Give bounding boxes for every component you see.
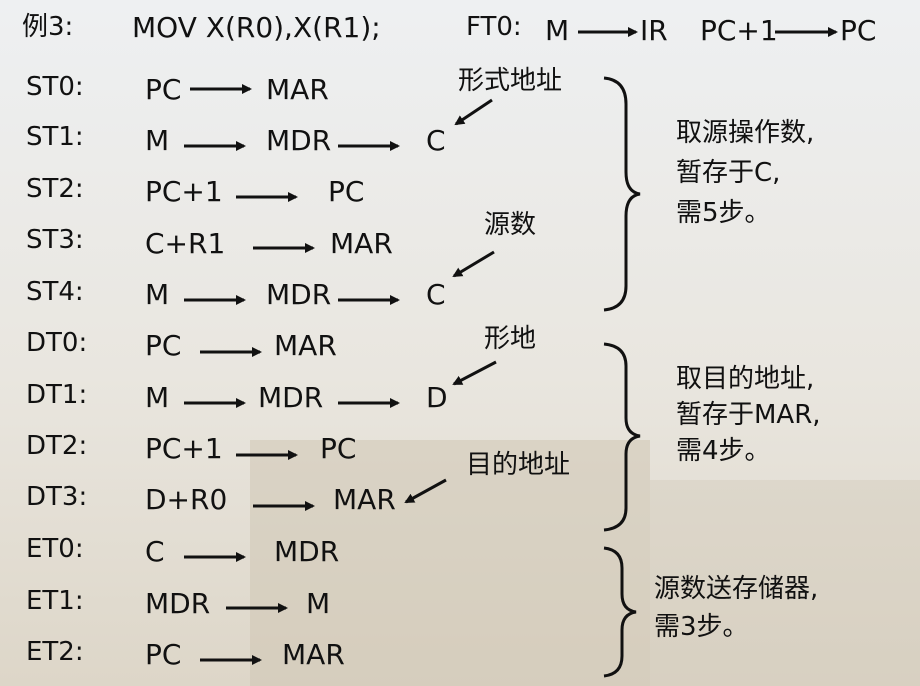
- step-src: MDR: [145, 587, 211, 620]
- annotation-pointer: [452, 360, 497, 386]
- step-label: ST3:: [26, 225, 84, 255]
- summary-exec-line: 需3步。: [654, 612, 749, 642]
- step-dst: MDR: [266, 278, 332, 311]
- annotation-source-number: 源数: [484, 210, 537, 240]
- step-src: PC: [145, 638, 182, 671]
- fetch-source: M: [545, 14, 570, 47]
- summary-dest-line: 需4步。: [676, 436, 771, 466]
- annotation-form-dest: 形地: [484, 324, 537, 354]
- annotation-dest-address: 目的地址: [466, 450, 571, 480]
- background-building: [250, 440, 650, 686]
- annotation-pointer: [454, 98, 493, 126]
- step-dst2: D: [426, 381, 448, 414]
- step-dst: MAR: [282, 638, 345, 671]
- step-label: ET0:: [26, 534, 84, 564]
- step-label: ET1:: [26, 586, 84, 616]
- step-dst: MDR: [266, 124, 332, 157]
- step-src: D+R0: [145, 483, 228, 516]
- step-src: M: [145, 381, 170, 414]
- brace-source: [603, 76, 641, 312]
- summary-source-line: 取源操作数,: [676, 118, 815, 148]
- summary-source-line: 暂存于C,: [676, 158, 781, 188]
- step-dst: MDR: [274, 535, 340, 568]
- step-label: DT2:: [26, 431, 88, 461]
- step-dst2: C: [426, 124, 446, 157]
- annotation-pointer: [404, 478, 447, 504]
- brace-exec: [603, 546, 637, 678]
- step-dst2: C: [426, 278, 446, 311]
- step-dst: MAR: [266, 73, 329, 106]
- summary-dest-line: 取目的地址,: [676, 364, 815, 394]
- step-label: ST2:: [26, 174, 84, 204]
- step-src: C+R1: [145, 227, 226, 260]
- step-label: DT1:: [26, 380, 88, 410]
- step-label: DT0:: [26, 328, 88, 358]
- step-src: PC: [145, 73, 182, 106]
- step-src: PC+1: [145, 432, 223, 465]
- step-dst: MAR: [333, 483, 396, 516]
- fetch-label: FT0:: [466, 12, 522, 42]
- step-src: M: [145, 278, 170, 311]
- step-label: ST0:: [26, 72, 84, 102]
- step-dst: PC: [320, 432, 357, 465]
- annotation-form-address: 形式地址: [458, 66, 563, 96]
- summary-exec-line: 源数送存储器,: [654, 574, 819, 604]
- step-src: C: [145, 535, 165, 568]
- summary-source-line: 需5步。: [676, 198, 771, 228]
- fetch-source-2: PC+1: [700, 14, 778, 47]
- step-dst: MAR: [274, 329, 337, 362]
- step-dst: PC: [328, 175, 365, 208]
- summary-dest-line: 暂存于MAR,: [676, 400, 821, 430]
- brace-dest: [603, 342, 641, 532]
- annotation-pointer: [452, 250, 495, 278]
- instruction-text: MOV X(R0),X(R1);: [132, 11, 381, 44]
- step-dst: MDR: [258, 381, 324, 414]
- step-label: ST4:: [26, 277, 84, 307]
- background-building-wing: [650, 480, 920, 686]
- step-dst: M: [306, 587, 331, 620]
- step-src: M: [145, 124, 170, 157]
- fetch-dest-2: PC: [840, 14, 877, 47]
- step-label: ET2:: [26, 637, 84, 667]
- step-dst: MAR: [330, 227, 393, 260]
- example-label: 例3:: [22, 12, 74, 42]
- step-src: PC: [145, 329, 182, 362]
- step-src: PC+1: [145, 175, 223, 208]
- step-label: ST1:: [26, 122, 84, 152]
- step-label: DT3:: [26, 482, 88, 512]
- fetch-dest: IR: [640, 14, 668, 47]
